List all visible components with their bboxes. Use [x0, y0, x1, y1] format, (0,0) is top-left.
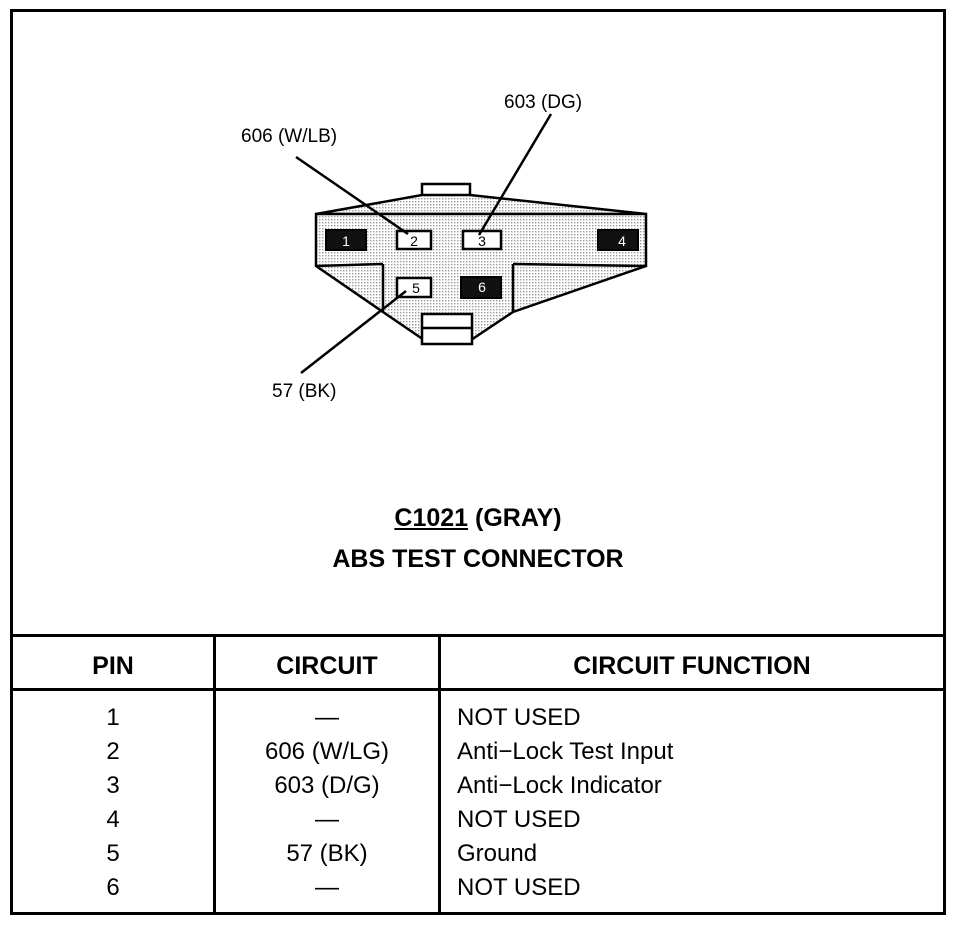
row-pin: 5 — [106, 840, 120, 867]
connector-diagram: 1 2 3 4 5 6 606 (W/LB) 603 (DG) 57 (BK) — [241, 92, 648, 402]
header-circuit: CIRCUIT — [276, 652, 378, 680]
row-circuit: 57 (BK) — [286, 840, 368, 867]
table-divider-2 — [438, 634, 441, 912]
diagram-frame: 1 2 3 4 5 6 606 (W/LB) 603 (DG) 57 (BK) — [10, 9, 946, 915]
row-pin: 3 — [106, 772, 120, 799]
table-row: 1 — NOT USED — [13, 704, 943, 738]
row-circuit: — — [315, 874, 339, 901]
row-circuit: 603 (D/G) — [274, 772, 380, 799]
table-top-rule — [13, 634, 943, 637]
row-function: NOT USED — [457, 704, 581, 731]
wire-label-57: 57 (BK) — [272, 381, 336, 402]
row-pin: 2 — [106, 738, 120, 765]
row-circuit: 606 (W/LG) — [264, 738, 390, 765]
wire-label-606: 606 (W/LB) — [241, 126, 337, 147]
row-function: NOT USED — [457, 806, 581, 833]
pin-4: 4 — [597, 229, 639, 251]
pin-1: 1 — [325, 229, 367, 251]
row-function: Anti−Lock Indicator — [457, 772, 662, 799]
pin-6: 6 — [460, 276, 502, 299]
pinout-table: PIN CIRCUIT CIRCUIT FUNCTION 1 — NOT USE… — [13, 634, 943, 912]
pin-1-label: 1 — [342, 233, 350, 249]
leader-line-606 — [295, 155, 409, 236]
table-row: 6 — NOT USED — [13, 874, 943, 908]
leader-line-603 — [477, 113, 553, 236]
row-pin: 6 — [106, 874, 120, 901]
wire-label-603: 603 (DG) — [504, 92, 582, 113]
table-row: 2 606 (W/LG) Anti−Lock Test Input — [13, 738, 943, 772]
pin-2: 2 — [395, 229, 433, 251]
row-circuit: — — [315, 806, 339, 833]
pin-6-label: 6 — [478, 279, 486, 295]
row-pin: 1 — [106, 704, 120, 731]
table-header-rule — [13, 688, 943, 691]
table-divider-1 — [213, 634, 216, 912]
connector-caption: C1021 (GRAY) — [13, 504, 943, 533]
table-row: 4 — NOT USED — [13, 806, 943, 840]
row-function: NOT USED — [457, 874, 581, 901]
connector-id: C1021 — [394, 504, 469, 532]
connector-keyway — [315, 262, 647, 312]
header-circuit-function: CIRCUIT FUNCTION — [573, 652, 811, 680]
table-row: 3 603 (D/G) Anti−Lock Indicator — [13, 772, 943, 806]
connector-name: ABS TEST CONNECTOR — [332, 545, 624, 573]
connector-color: (GRAY) — [475, 504, 562, 532]
pin-5-label: 5 — [412, 280, 420, 296]
header-pin: PIN — [92, 652, 134, 680]
row-function: Anti−Lock Test Input — [457, 738, 674, 765]
pin-3-label: 3 — [478, 233, 486, 249]
table-row: 5 57 (BK) Ground — [13, 840, 943, 874]
pin-3: 3 — [461, 229, 503, 251]
pin-4-label: 4 — [618, 233, 626, 249]
row-pin: 4 — [106, 806, 120, 833]
leader-line-57 — [300, 290, 407, 374]
row-circuit: — — [315, 704, 339, 731]
row-function: Ground — [457, 840, 538, 867]
pin-2-label: 2 — [410, 233, 418, 249]
